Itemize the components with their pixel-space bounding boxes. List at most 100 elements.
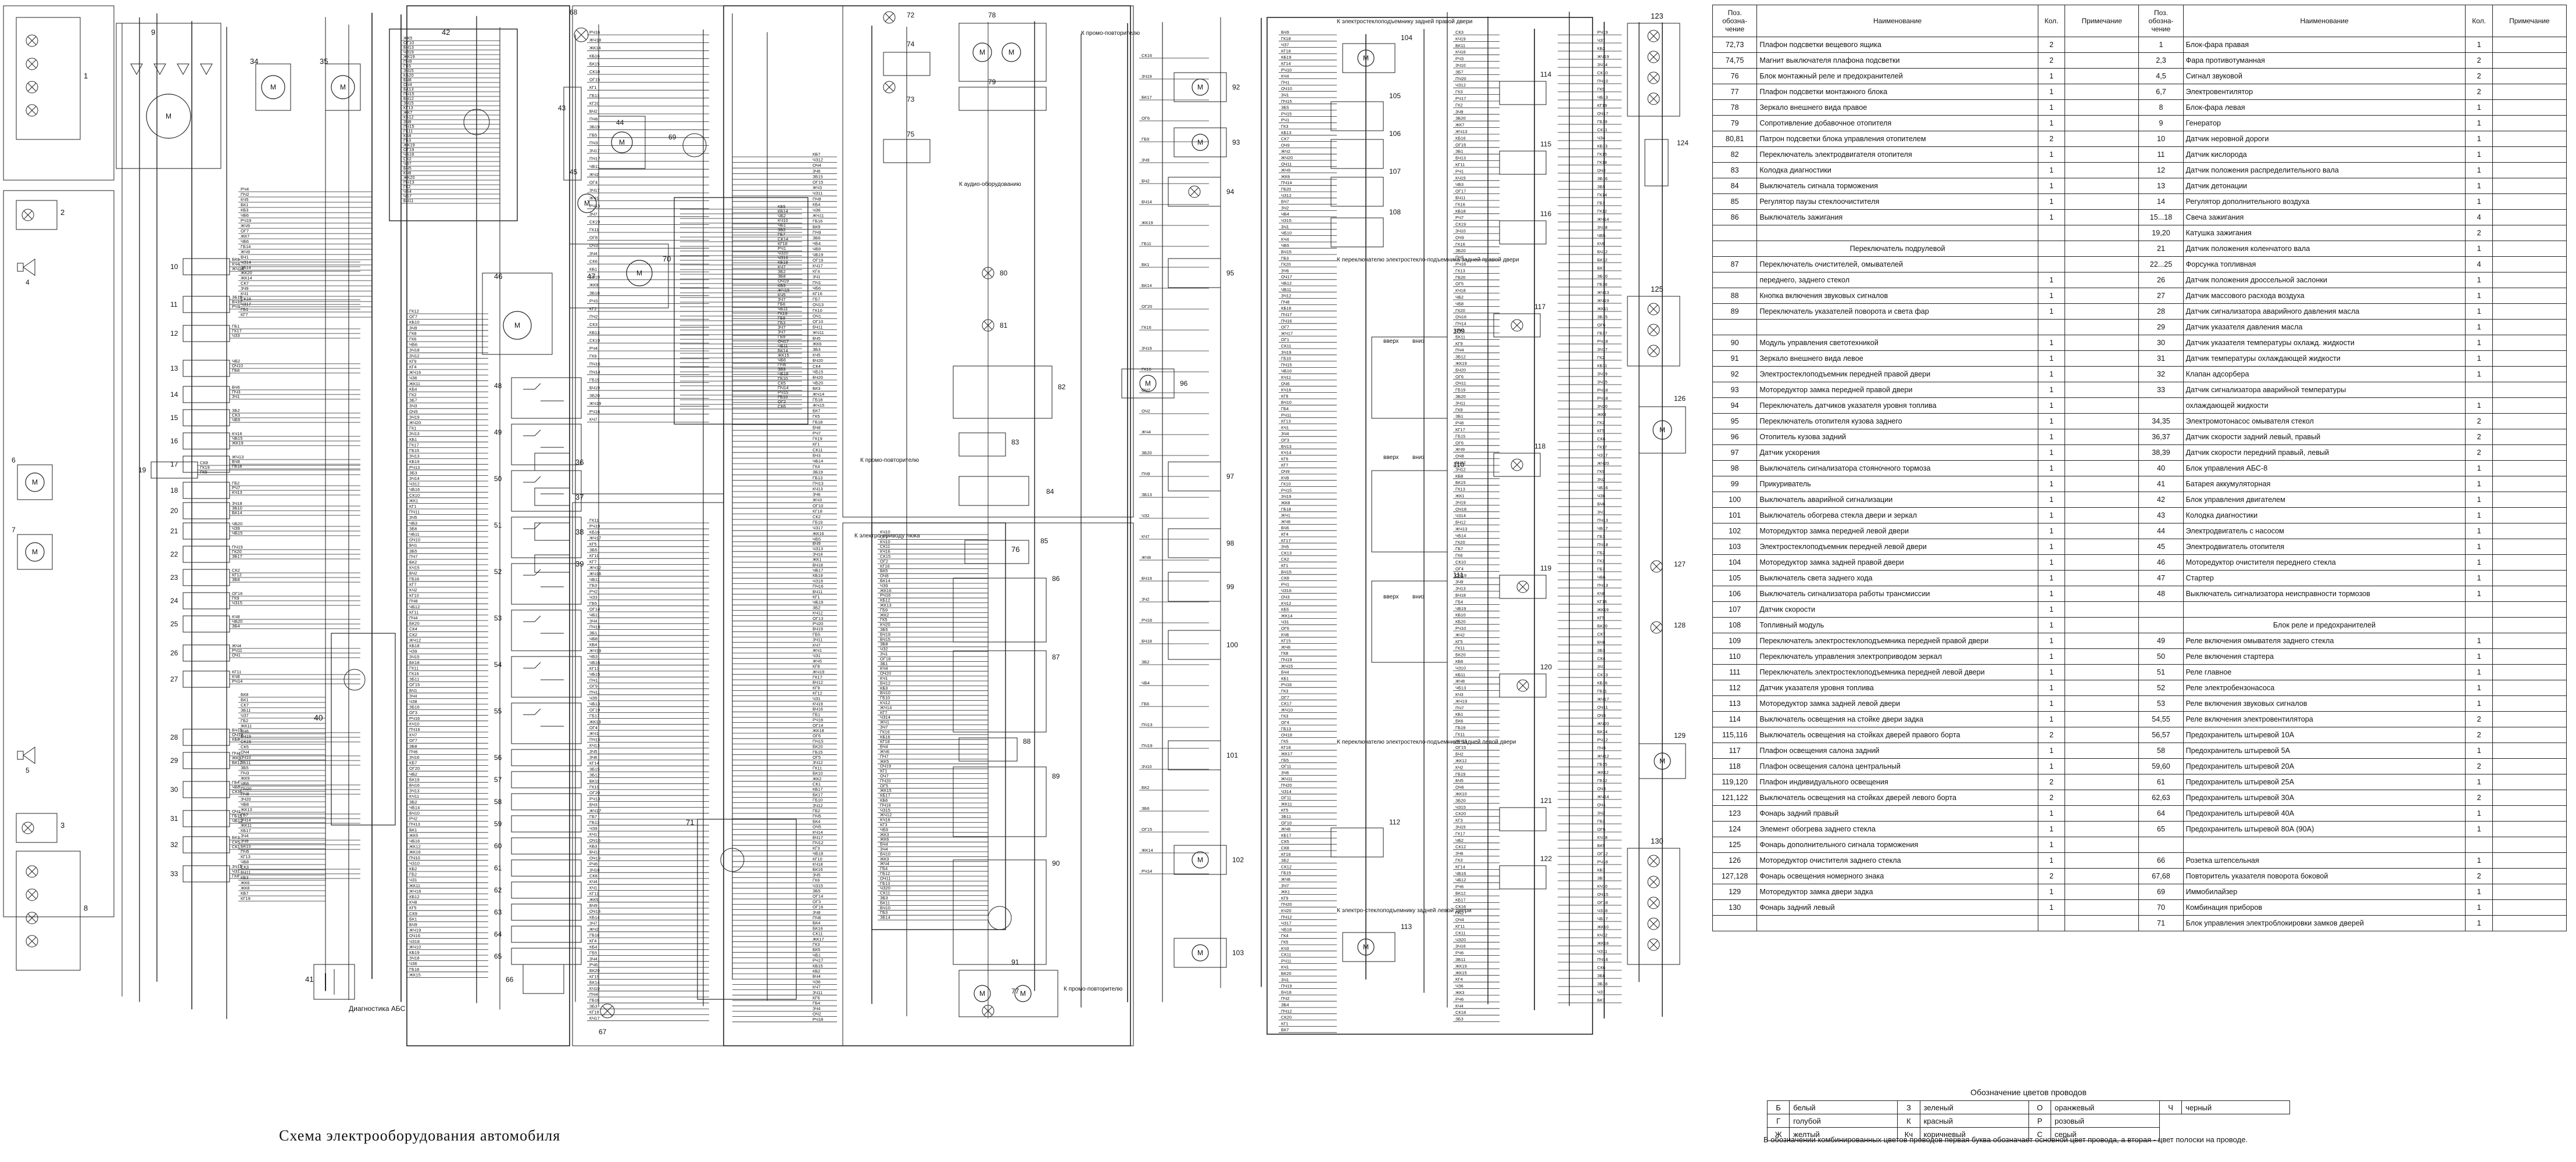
wire-tag: КБ18 <box>1455 209 1466 214</box>
wire-tag: ГБ6 <box>1142 701 1149 706</box>
parts-cell: Датчик указателя уровня топлива <box>1756 680 2038 696</box>
wire-tag: ЖК12 <box>1597 770 1609 775</box>
wire-tag: ГБ18 <box>1597 282 1607 287</box>
wire-tag: ЧБ20 <box>232 619 242 624</box>
component-number: 12 <box>170 329 178 338</box>
wire-tag: ЖК6 <box>813 341 821 346</box>
diode-symbol <box>177 63 189 76</box>
wire-tag: КЧ10 <box>778 218 788 223</box>
wire-tag: ГК9 <box>1455 407 1463 413</box>
wire-tag: ОЧ4 <box>813 163 821 168</box>
wire-tag: КГ6 <box>1281 456 1289 461</box>
wire-tag: КГ5 <box>409 905 417 910</box>
parts-cell: 2 <box>2037 37 2066 53</box>
parts-cell: Блок монтажный реле и предохранителей <box>1756 68 2038 84</box>
wire-tag: РЧ7 <box>1455 215 1464 220</box>
diode-symbol <box>153 63 166 76</box>
component-box <box>511 926 582 943</box>
parts-cell: Колодка диагностики <box>2183 507 2466 523</box>
wire-tag: ГБ1 <box>1597 534 1605 539</box>
wire-tag: ЖЧ5 <box>813 658 822 664</box>
wire-tag: ЖЧ16 <box>409 370 421 375</box>
wire-tag: ЧБ6 <box>409 342 417 347</box>
wire-tag: ЗЧ6 <box>1281 268 1289 273</box>
wire-tag: ГБ15 <box>1281 870 1291 876</box>
wire-tag: КЧ19 <box>1455 36 1466 41</box>
parts-cell: 1 <box>2465 648 2493 665</box>
wire-tag: ЗБ18 <box>232 295 242 300</box>
parts-cell: Повторитель указателя поворота боковой <box>2183 868 2466 884</box>
wire-tag: ЧБ6 <box>241 213 249 218</box>
parts-header-cell: Примечание <box>2492 5 2567 37</box>
parts-cell: 42 <box>2138 492 2184 508</box>
wire-tag: ЗЧ19 <box>1597 371 1608 376</box>
parts-cell: Предохранитель штыревой 40А <box>2183 805 2466 822</box>
parts-cell: 106 <box>1712 586 1758 602</box>
parts-cell: Переключатель отопителя кузова заднего <box>1756 413 2038 429</box>
wire-tag: КГ5 <box>1455 639 1463 644</box>
wire-tag: БЧ8 <box>1597 640 1605 645</box>
wire-tag: ЗБ8 <box>409 744 417 749</box>
wire-tag: ЧЗ16 <box>1281 588 1291 593</box>
wire-tag: ЗЧ14 <box>241 817 251 823</box>
wire-tag: ЧЗ3 <box>589 595 598 600</box>
wire-tag: СК2 <box>403 156 412 162</box>
wire-tag: ЗЧ9 <box>409 325 417 331</box>
wire-tag: ЧБ16 <box>409 487 420 492</box>
wire-tag: ЖЧ17 <box>589 808 601 813</box>
parts-cell: 61 <box>2138 774 2184 790</box>
wire-tag: БЧ10 <box>880 905 890 910</box>
wire-tag: ПЧ20 <box>1455 76 1466 81</box>
wire-tag: ЗЧ17 <box>589 188 600 193</box>
wire-tag: БК1 <box>241 202 248 207</box>
parts-cell: 36,37 <box>2138 429 2184 445</box>
wire-tag: ПЧ4 <box>589 992 598 997</box>
parts-cell <box>2065 146 2139 163</box>
parts-cell: 56,57 <box>2138 727 2184 743</box>
wire-tag: ЗЧ8 <box>403 119 412 124</box>
wire-tag: КГ5 <box>1281 808 1289 813</box>
parts-cell: 1 <box>2465 37 2493 53</box>
parts-cell: 14 <box>2138 193 2184 210</box>
wire-tag: РЧ11 <box>1281 958 1291 963</box>
wire-tag: ГК16 <box>1142 325 1151 330</box>
component-number: 92 <box>1232 83 1240 91</box>
wire-tag: ЗБ12 <box>1455 354 1466 360</box>
wire-tag: ЖЧ4 <box>232 643 241 648</box>
parts-cell: Зеркало внешнего вида левое <box>1756 350 2038 367</box>
wire-tag: ЧЗ6 <box>409 961 417 966</box>
wire-tag: ПЧ6 <box>589 117 598 122</box>
wire-tag: ЧБ11 <box>589 577 600 582</box>
parts-cell: Датчик ускорения <box>1756 444 2038 461</box>
wire-tag: ОЧ11 <box>1281 162 1291 167</box>
wire-tag: ГБ10 <box>778 394 788 400</box>
wire-tag: ЖЧ8 <box>1281 827 1290 832</box>
wire-tag: БЧ4 <box>813 974 821 979</box>
wire-tag: ЖК19 <box>1455 361 1467 366</box>
wire-tag: ГБ16 <box>813 218 822 224</box>
wire-tag: ЗЧ7 <box>778 297 786 302</box>
wire-tag: ОЧ10 <box>1281 86 1292 91</box>
wire <box>27 890 37 899</box>
wire-tag: ЧЗ19 <box>403 49 414 55</box>
parts-cell <box>2065 554 2139 571</box>
wire-tag: СК13 <box>1597 672 1608 677</box>
wire-tag: ГБ4 <box>232 780 239 785</box>
wire-tag: ЗЧ18 <box>409 956 420 961</box>
component-box <box>953 365 1053 419</box>
motor-letter: M <box>979 48 985 56</box>
wire-tag: КБ11 <box>1597 363 1607 368</box>
wire-tag: ГБ2 <box>241 718 248 723</box>
parts-cell: Выключатель сигнализатора стояночного то… <box>1756 460 2038 476</box>
motor-symbol <box>611 131 633 153</box>
wire-tag: ЧБ20 <box>813 381 823 386</box>
component-box <box>1499 150 1547 175</box>
parts-cell: 123 <box>1712 805 1758 822</box>
wire-tag: ЗБ11 <box>241 760 251 765</box>
component-number: 16 <box>170 437 178 445</box>
wire-tag: КГ5 <box>1597 615 1605 621</box>
wire-tag: ЖК11 <box>409 381 420 386</box>
